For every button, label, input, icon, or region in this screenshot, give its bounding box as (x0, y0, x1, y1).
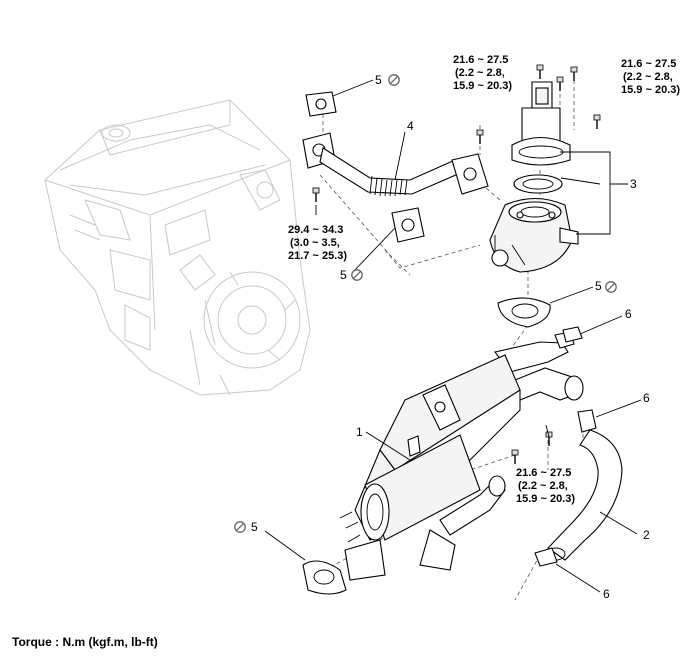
torque-top-center-line3: 15.9 ~ 20.3) (453, 80, 512, 92)
callout-6-top: 6 (625, 307, 632, 321)
torque-units-caption: Torque : N.m (kgf.m, lb-ft) (12, 635, 158, 649)
leader-lines (264, 79, 642, 593)
torque-spec-cooler: 21.6 ~ 27.5 (2.2 ~ 2.8, 15.9 ~ 20.3) (516, 467, 575, 505)
torque-left-line1: 29.4 ~ 34.3 (288, 224, 343, 236)
egr-valve-housing (489, 197, 579, 273)
callout-6-mid: 6 (643, 391, 650, 405)
torque-top-right-line1: 21.6 ~ 27.5 (621, 58, 676, 70)
torque-top-right-line3: 15.9 ~ 20.3) (621, 84, 680, 96)
pipe-gasket-top (305, 91, 337, 117)
torque-spec-top-center: 21.6 ~ 27.5 (2.2 ~ 2.8, 15.9 ~ 20.3) (453, 54, 512, 92)
torque-left-line2: (3.0 ~ 3.5, (290, 237, 340, 249)
hose-clamp-bottom (534, 547, 558, 567)
torque-cooler-line2: (2.2 ~ 2.8, (518, 480, 568, 492)
egr-valve-gasket (513, 174, 563, 194)
callout-5-mid: 5 (340, 268, 347, 282)
egr-cooler (339, 331, 584, 581)
callout-5-top: 5 (375, 73, 382, 87)
callout-6-bottom: 6 (603, 587, 610, 601)
torque-top-right-line2: (2.2 ~ 2.8, (623, 71, 673, 83)
no-reuse-icon (605, 281, 617, 293)
callout-5-right: 5 (595, 279, 602, 293)
torque-top-center-line1: 21.6 ~ 27.5 (453, 54, 508, 66)
egr-housing-gasket (497, 297, 551, 328)
torque-spec-top-right: 21.6 ~ 27.5 (2.2 ~ 2.8, 15.9 ~ 20.3) (621, 58, 680, 96)
hose-clamp-top (562, 326, 583, 343)
pipe-gasket-lower (391, 207, 425, 243)
egr-valve (511, 81, 571, 166)
torque-top-center-line2: (2.2 ~ 2.8, (455, 67, 505, 79)
cooler-gasket (302, 560, 347, 595)
callout-1: 1 (356, 425, 363, 439)
torque-spec-left: 29.4 ~ 34.3 (3.0 ~ 3.5, 21.7 ~ 25.3) (288, 224, 347, 262)
torque-left-line3: 21.7 ~ 25.3) (288, 250, 347, 262)
engine-block-illustration (44, 99, 311, 396)
callout-5-bottom: 5 (251, 520, 258, 534)
torque-cooler-line3: 15.9 ~ 20.3) (516, 493, 575, 505)
callout-labels: 1 2 3 4 5 5 5 5 6 6 6 (251, 73, 650, 601)
no-reuse-icon (388, 74, 400, 86)
callout-2: 2 (643, 528, 650, 542)
callout-4: 4 (407, 119, 414, 133)
callout-3: 3 (630, 177, 637, 191)
no-reuse-icon (234, 521, 246, 533)
egr-pipe (302, 132, 489, 197)
torque-cooler-line1: 21.6 ~ 27.5 (516, 467, 571, 479)
hose-clamp-mid (577, 409, 597, 433)
no-reuse-icon (351, 269, 363, 281)
